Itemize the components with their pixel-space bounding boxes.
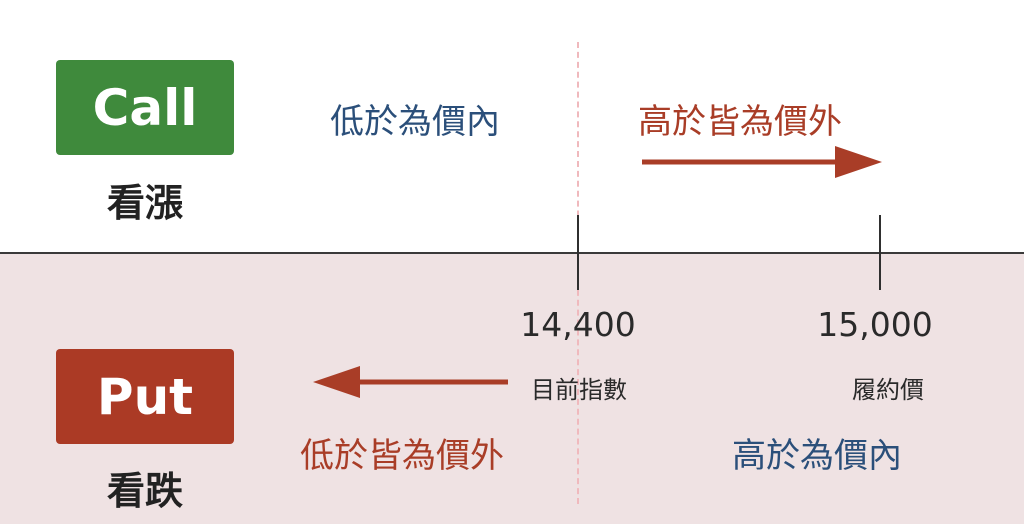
current-index-label: 目前指數: [531, 376, 627, 404]
call-badge: Call: [56, 60, 234, 155]
price-axis: [0, 252, 1024, 254]
right-arrow-icon: [642, 146, 882, 178]
current-index-value: 14,400: [520, 305, 636, 344]
call-caption: 看漲: [106, 181, 183, 225]
call-in-the-money-label: 低於為價內: [330, 102, 500, 142]
put-badge: Put: [56, 349, 234, 444]
strike-price-label: 履約價: [852, 376, 924, 404]
put-in-the-money-label: 高於為價內: [732, 436, 902, 476]
left-arrow-icon: [313, 366, 508, 398]
call-out-of-the-money-label: 高於皆為價外: [638, 102, 842, 142]
strike-price-tick: [879, 215, 881, 290]
put-caption: 看跌: [106, 469, 183, 513]
current-index-tick: [577, 215, 579, 290]
strike-price-value: 15,000: [817, 305, 933, 344]
put-out-of-the-money-label: 低於皆為價外: [300, 436, 504, 476]
